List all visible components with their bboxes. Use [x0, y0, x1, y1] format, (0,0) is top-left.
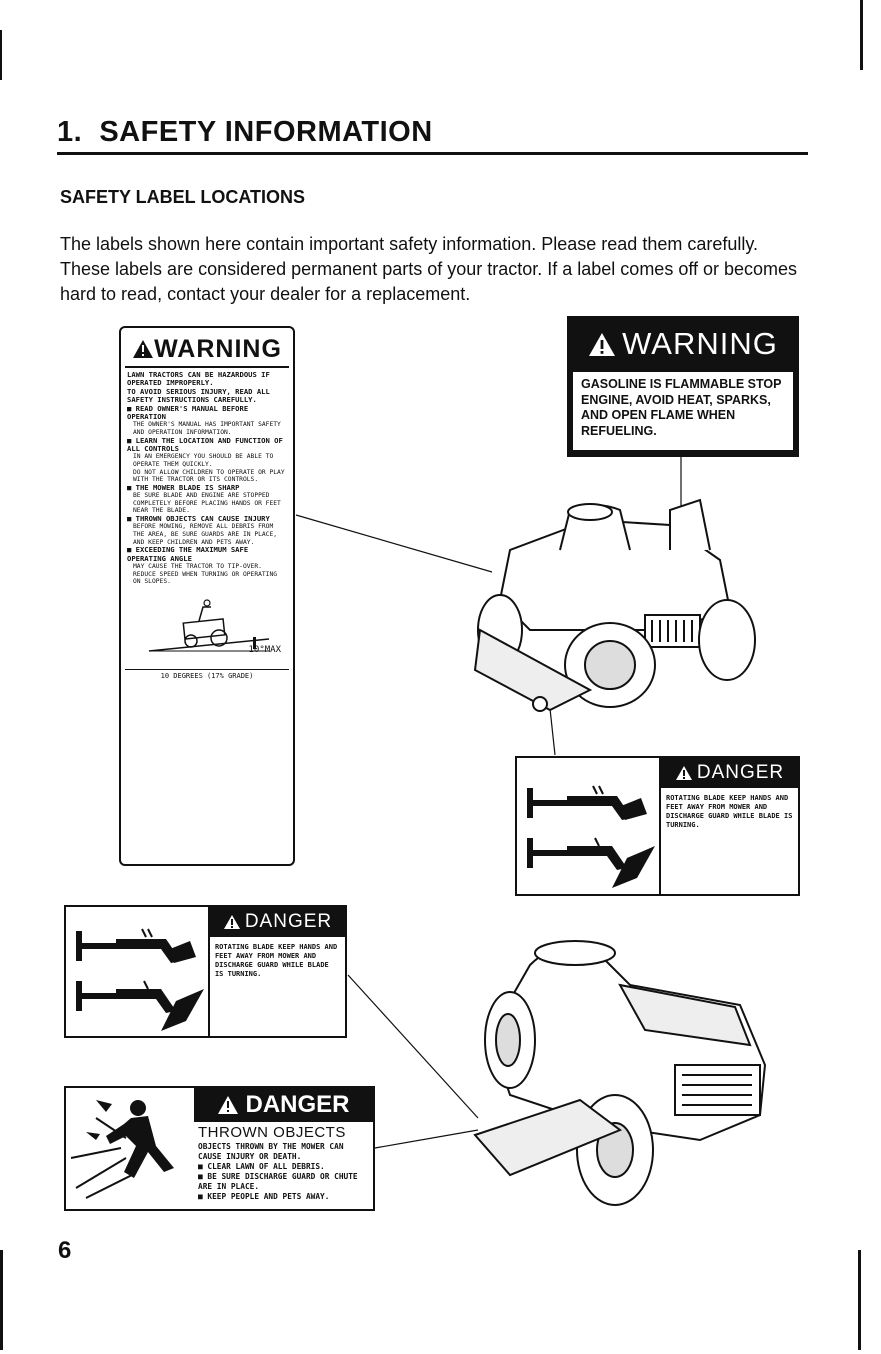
- danger-body: ROTATING BLADE KEEP HANDS AND FEET AWAY …: [665, 794, 793, 829]
- section-title: 1. SAFETY INFORMATION: [57, 115, 808, 155]
- warning-triangle-icon: [589, 332, 616, 356]
- tractor-on-slope-icon: [148, 599, 270, 652]
- scan-edge-mark: [0, 30, 2, 80]
- tractor-rear-illustration: [473, 498, 756, 712]
- tractor-front-illustration: [473, 940, 767, 1206]
- danger-label-thrown-objects: DANGER THROWN OBJECTS OBJECTS THROWN BY …: [64, 1086, 375, 1211]
- warning-triangle-icon: [675, 766, 692, 780]
- thrown-objects-body: OBJECTS THROWN BY THE MOWER CAN CAUSE IN…: [198, 1142, 358, 1201]
- scan-edge-mark: [858, 1250, 861, 1350]
- warning-label-body: LAWN TRACTORS CAN BE HAZARDOUS IF OPERAT…: [127, 370, 285, 586]
- hand-foot-blade-icon: [76, 928, 204, 1031]
- warning-gas-body: GASOLINE IS FLAMMABLE STOP ENGINE, AVOID…: [573, 372, 793, 450]
- thrown-objects-pictogram: [66, 1088, 194, 1209]
- page-number: 6: [58, 1237, 72, 1264]
- warning-triangle-icon: [223, 915, 240, 929]
- warning-triangle-icon: [218, 1096, 239, 1114]
- thrown-objects-text: DANGER THROWN OBJECTS OBJECTS THROWN BY …: [194, 1088, 373, 1209]
- danger-blade-pictogram: [66, 907, 210, 1036]
- warning-label-heading: WARNING: [125, 332, 289, 368]
- danger-label-text: DANGER ROTATING BLADE KEEP HANDS AND FEE…: [660, 758, 798, 894]
- danger-blade-pictogram: [517, 758, 661, 894]
- intro-paragraph: The labels shown here contain important …: [60, 234, 798, 304]
- hand-foot-blade-icon: [527, 785, 655, 888]
- thrown-object-person-icon: [70, 1100, 174, 1199]
- danger-heading: DANGER: [194, 1088, 373, 1122]
- danger-label-blade-left: DANGER ROTATING BLADE KEEP HANDS AND FEE…: [64, 905, 347, 1038]
- slope-caption: 10 DEGREES (17% GRADE): [125, 668, 289, 680]
- slope-diagram: 10°MAX: [129, 589, 285, 669]
- scan-edge-mark: [0, 1250, 3, 1350]
- danger-label-text: DANGER ROTATING BLADE KEEP HANDS AND FEE…: [209, 907, 345, 1036]
- warning-gas-heading: WARNING: [573, 322, 793, 366]
- danger-body: ROTATING BLADE KEEP HANDS AND FEET AWAY …: [214, 943, 338, 978]
- warning-label-gasoline: WARNING GASOLINE IS FLAMMABLE STOP ENGIN…: [567, 316, 799, 457]
- danger-label-blade-right: DANGER ROTATING BLADE KEEP HANDS AND FEE…: [515, 756, 800, 896]
- slope-max-text: 10°MAX: [248, 644, 281, 655]
- subsection-title: SAFETY LABEL LOCATIONS: [60, 187, 306, 207]
- danger-heading: DANGER: [209, 907, 345, 937]
- scan-edge-mark: [860, 0, 863, 70]
- danger-heading: DANGER: [660, 758, 798, 788]
- warning-label-operation: WARNING LAWN TRACTORS CAN BE HAZARDOUS I…: [119, 326, 295, 866]
- warning-triangle-icon: [133, 340, 154, 358]
- thrown-objects-title: THROWN OBJECTS: [198, 1124, 346, 1141]
